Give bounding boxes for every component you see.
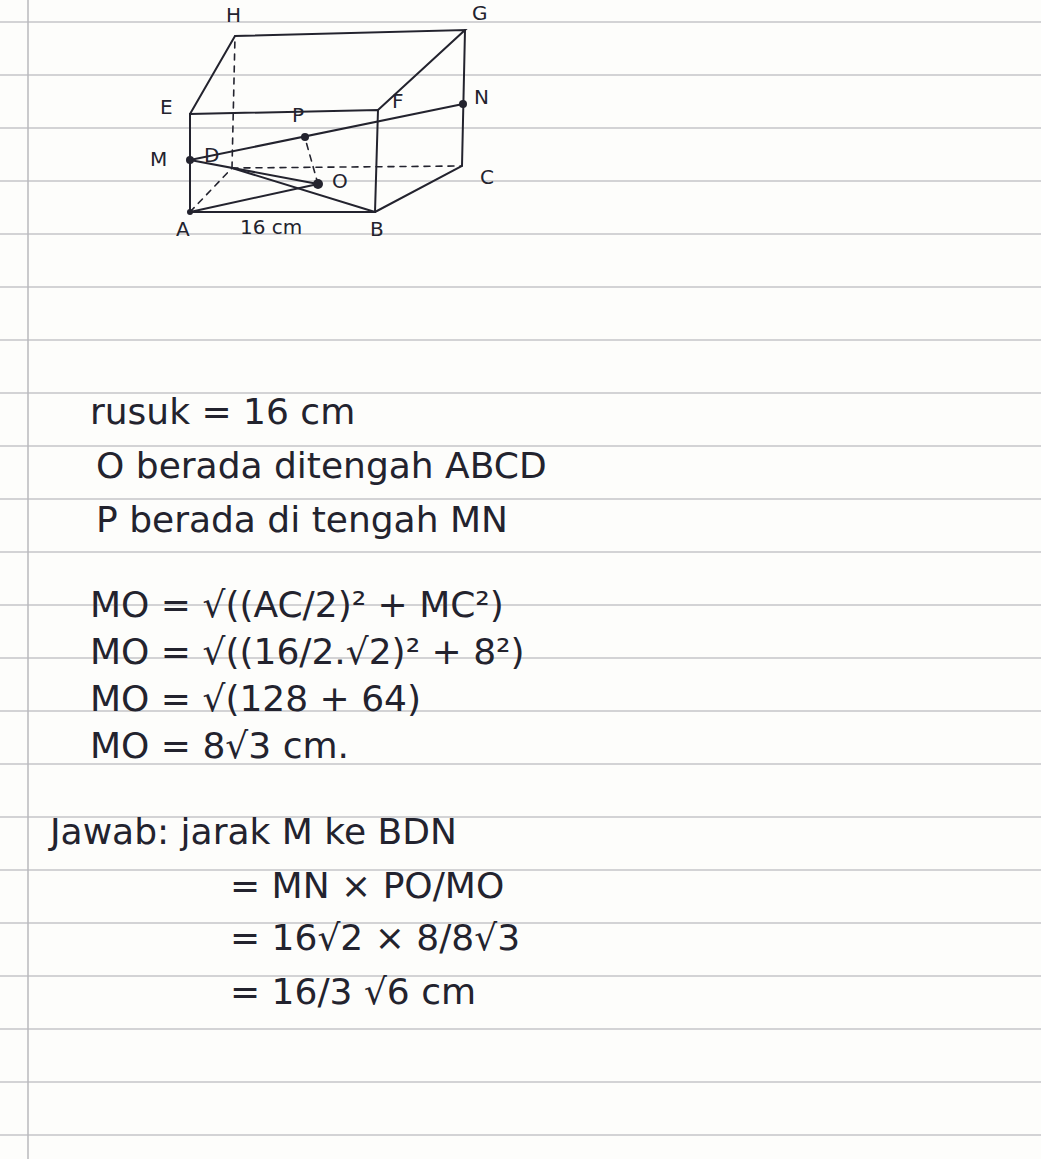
formula-line: MO = √(128 + 64) bbox=[90, 679, 421, 719]
formula-line: MO = √((16/2.√2)² + 8²) bbox=[90, 632, 525, 672]
note-line: P berada di tengah MN bbox=[96, 500, 508, 540]
formula-line: MO = √((AC/2)² + MC²) bbox=[90, 585, 504, 625]
vertex-label: A bbox=[176, 218, 190, 240]
vertex-label: D bbox=[204, 144, 219, 166]
vertex-label: H bbox=[226, 4, 241, 26]
vertex-label: G bbox=[472, 2, 488, 24]
vertex-label: E bbox=[160, 96, 173, 118]
note-line: rusuk = 16 cm bbox=[90, 392, 355, 432]
note-line: O berada ditengah ABCD bbox=[96, 446, 547, 486]
point-label: P bbox=[292, 104, 304, 126]
answer-line: = 16/3 √6 cm bbox=[230, 972, 476, 1012]
vertex-label: F bbox=[392, 90, 404, 112]
answer-line: Jawab: jarak M ke BDN bbox=[50, 812, 457, 852]
vertex-label: C bbox=[480, 166, 494, 188]
answer-line: = MN × PO/MO bbox=[230, 866, 504, 906]
point-label: M bbox=[150, 148, 167, 170]
point-label: O bbox=[332, 170, 348, 192]
answer-line: = 16√2 × 8/8√3 bbox=[230, 918, 520, 958]
formula-line: MO = 8√3 cm. bbox=[90, 726, 349, 766]
vertex-label: B bbox=[370, 218, 384, 240]
dimension-label: 16 cm bbox=[240, 216, 302, 238]
vertex-label: N bbox=[474, 86, 489, 108]
